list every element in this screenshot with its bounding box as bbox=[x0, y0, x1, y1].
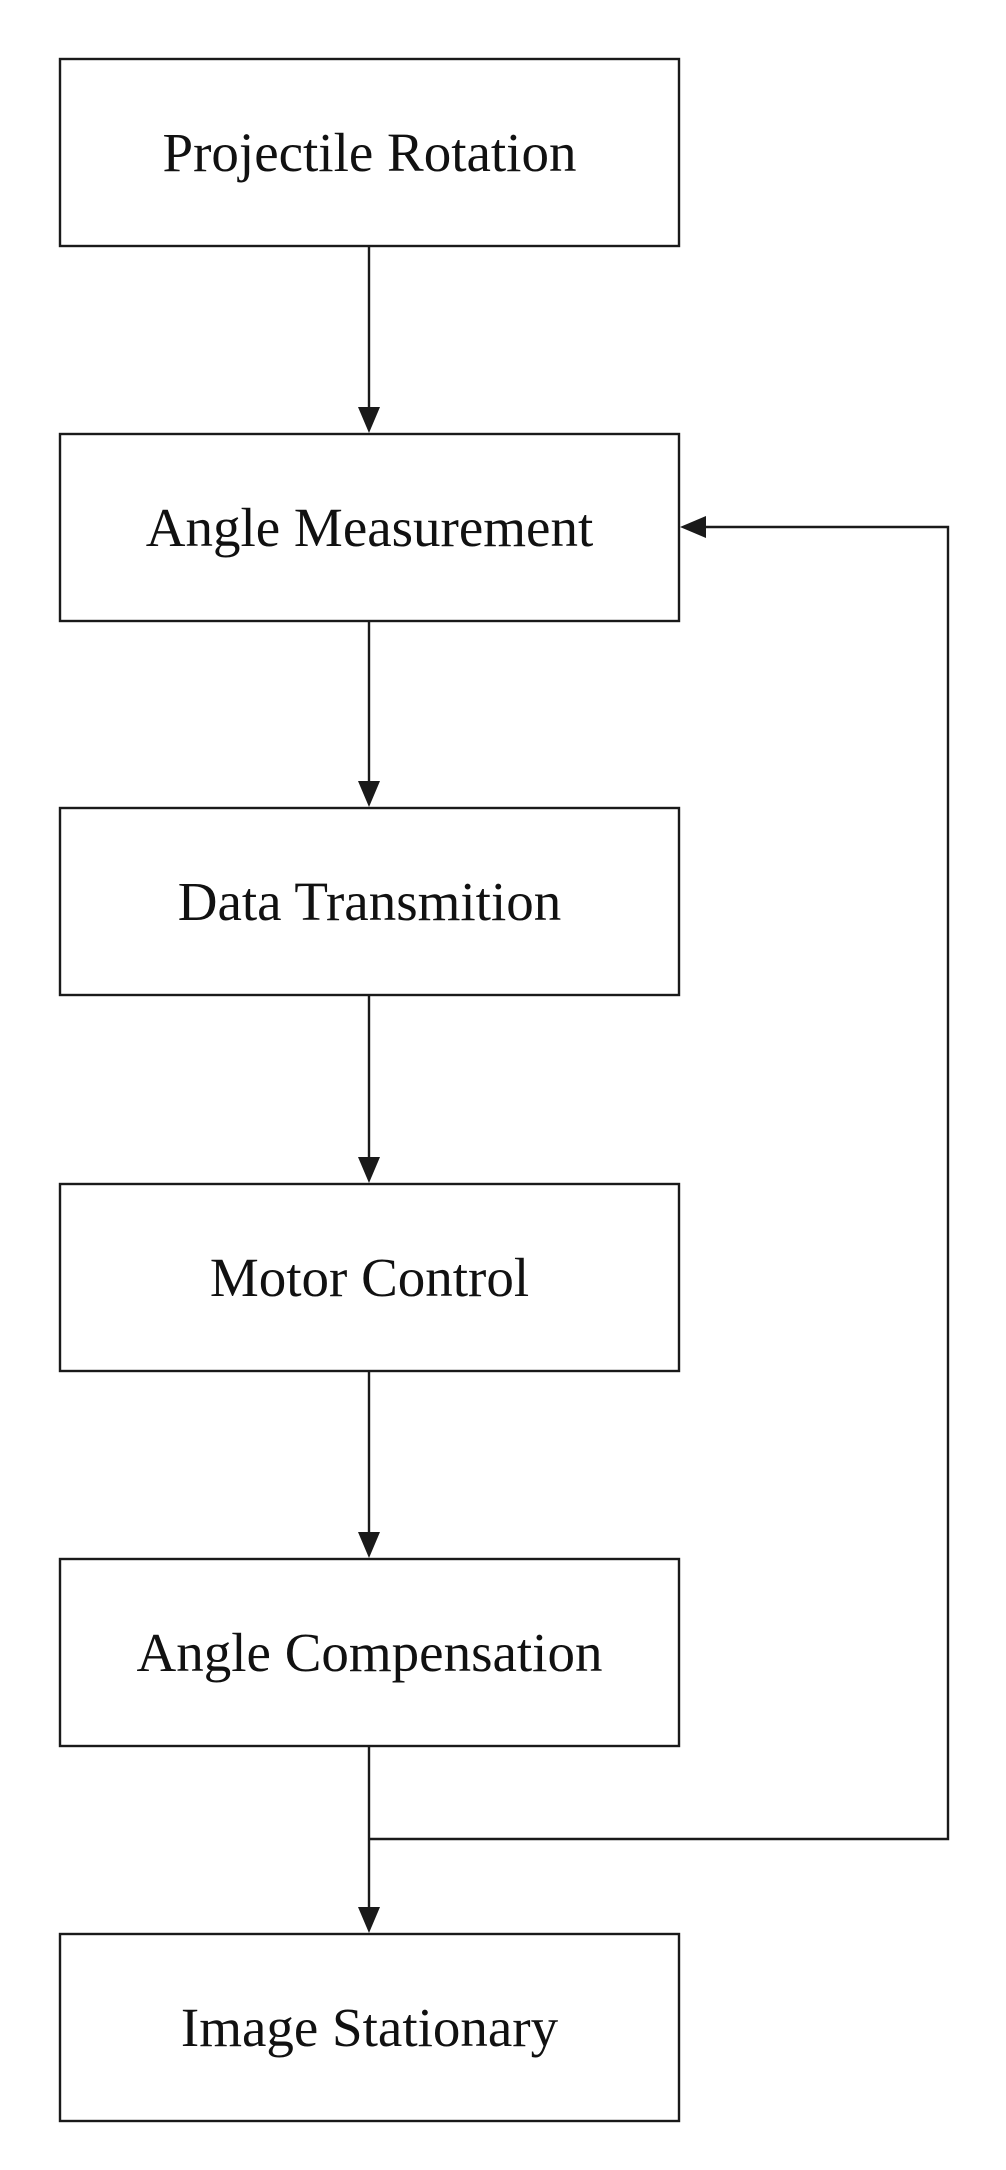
node-box bbox=[58, 1557, 681, 1748]
node-box bbox=[58, 432, 681, 623]
edges bbox=[358, 246, 950, 1933]
arrowhead-angle-measurement-right bbox=[680, 516, 706, 538]
node-box bbox=[58, 1182, 681, 1373]
node-image-stationary: Image Stationary bbox=[58, 1932, 681, 2123]
node-motor-control: Motor Control bbox=[58, 1182, 681, 1373]
node-angle-measurement: Angle Measurement bbox=[58, 432, 681, 623]
node-data-transmition: Data Transmition bbox=[58, 806, 681, 997]
node-angle-compensation: Angle Compensation bbox=[58, 1557, 681, 1748]
node-label: Angle Measurement bbox=[146, 497, 594, 558]
node-label: Data Transmition bbox=[178, 871, 562, 932]
arrowhead-motor-control-top bbox=[358, 1157, 380, 1183]
node-box bbox=[58, 806, 681, 997]
node-box bbox=[58, 1932, 681, 2123]
node-label: Projectile Rotation bbox=[163, 122, 577, 183]
arrowhead-image-stationary-top bbox=[358, 1907, 380, 1933]
arrowhead-data-transmition-top bbox=[358, 781, 380, 807]
node-label: Motor Control bbox=[210, 1247, 529, 1308]
node-label: Angle Compensation bbox=[137, 1622, 603, 1683]
node-projectile-rotation: Projectile Rotation bbox=[58, 57, 681, 248]
feedback-loop-angle-compensation-to-angle-measurement bbox=[369, 525, 950, 1841]
node-box bbox=[58, 57, 681, 248]
arrowhead-angle-compensation-top bbox=[358, 1532, 380, 1558]
arrowhead-angle-measurement-top bbox=[358, 407, 380, 433]
node-label: Image Stationary bbox=[181, 1997, 559, 2058]
